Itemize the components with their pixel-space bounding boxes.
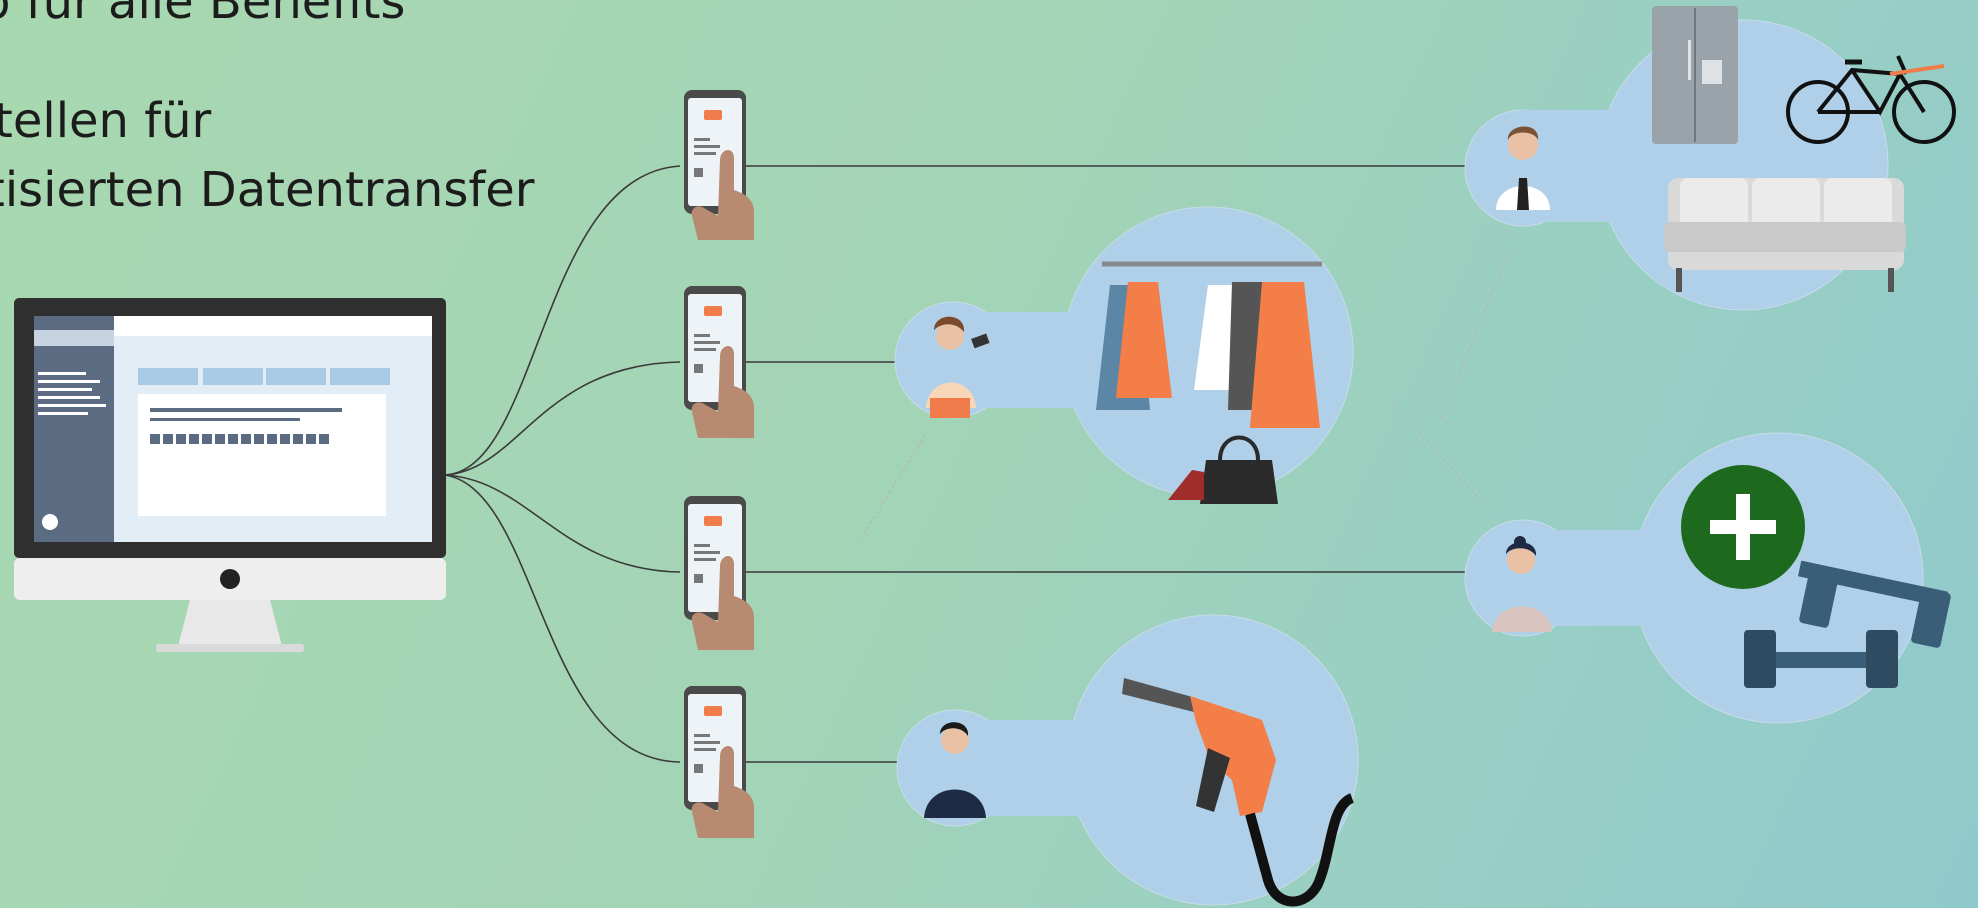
woman-person-icon xyxy=(1492,536,1552,632)
dotted-links xyxy=(859,254,1509,541)
sofa-icon xyxy=(1664,178,1906,292)
fuel-nozzle-icon xyxy=(1122,678,1355,907)
smartphone-4 xyxy=(684,686,754,838)
handbag-icon xyxy=(1200,460,1278,504)
person-icon xyxy=(1496,126,1550,210)
fuel-group xyxy=(896,614,1359,907)
shoes-icon xyxy=(1168,470,1204,500)
furniture-bike-group xyxy=(1464,6,1956,311)
dumbbell-icon xyxy=(1744,560,1951,688)
fridge-icon xyxy=(1652,6,1738,144)
woman-phone-icon xyxy=(926,316,990,418)
man-person-icon xyxy=(924,722,986,818)
header-line-1: p für alle Benefits xyxy=(0,0,405,30)
header-line-2: tellen für xyxy=(0,93,212,149)
shirt-white-icon xyxy=(1194,285,1238,390)
header-line-3: tisierten Datentransfer xyxy=(0,162,535,218)
desktop-monitor-icon xyxy=(14,298,446,652)
smartphone-3 xyxy=(684,496,754,650)
dress-orange-2-icon xyxy=(1250,282,1320,428)
connector-lines xyxy=(444,165,1470,763)
dress-orange-icon xyxy=(1116,282,1172,398)
fashion-group xyxy=(894,206,1354,504)
smartphone-2 xyxy=(684,286,754,438)
bicycle-icon xyxy=(1786,55,1956,144)
health-plus-icon xyxy=(1681,465,1805,589)
smartphone-1 xyxy=(684,90,754,240)
fitness-health-group xyxy=(1464,432,1951,724)
